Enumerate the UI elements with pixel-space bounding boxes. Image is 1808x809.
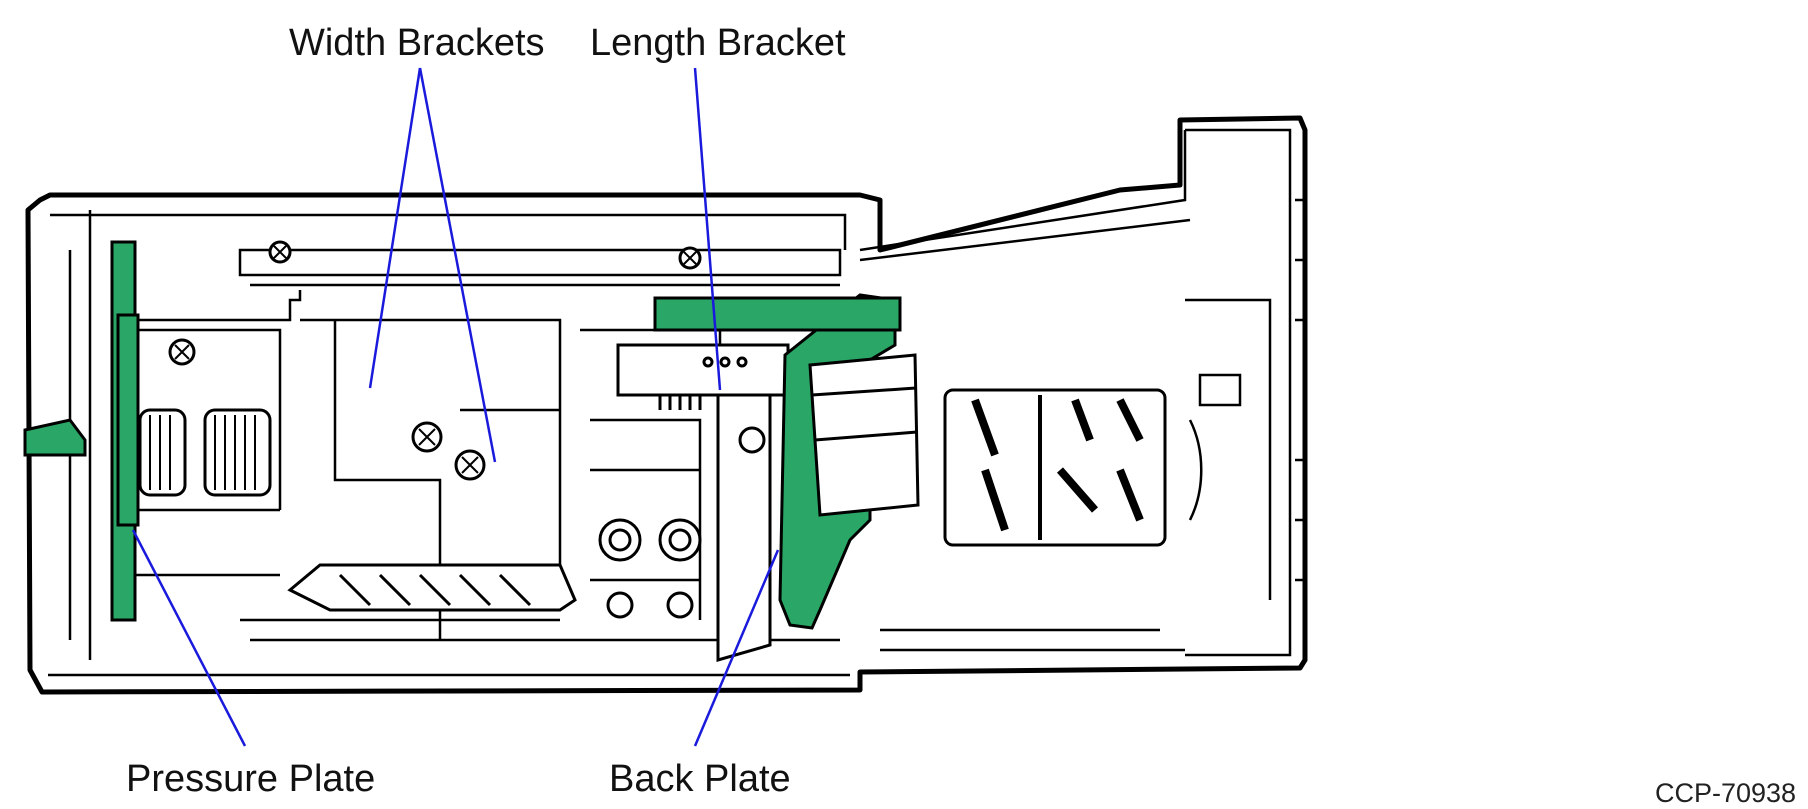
leader-width-bracket-right xyxy=(418,67,497,463)
leader-length-bracket xyxy=(693,67,722,391)
leader-pressure-plate xyxy=(131,529,247,747)
back-plate-label: Back Plate xyxy=(609,758,791,800)
figure-code: CCP-70938 xyxy=(1655,778,1797,808)
back-plate-white-panel xyxy=(808,353,920,517)
rollers xyxy=(138,408,272,497)
leader-lines xyxy=(131,67,780,747)
leader-width-bracket-left xyxy=(368,67,422,389)
pressure-plate-label: Pressure Plate xyxy=(126,758,376,800)
width-brackets-label: Width Brackets xyxy=(289,22,545,64)
pressure-plate-green xyxy=(23,240,140,622)
leader-back-plate xyxy=(693,549,780,747)
ribbed-block xyxy=(616,343,790,410)
device-housing xyxy=(25,115,1308,695)
bottom-rail xyxy=(287,563,577,612)
port-circles xyxy=(598,518,702,619)
instruction-sticker xyxy=(943,388,1167,547)
length-bracket-label: Length Bracket xyxy=(590,22,846,64)
screws xyxy=(168,240,702,481)
length-bracket-plate xyxy=(716,388,772,662)
